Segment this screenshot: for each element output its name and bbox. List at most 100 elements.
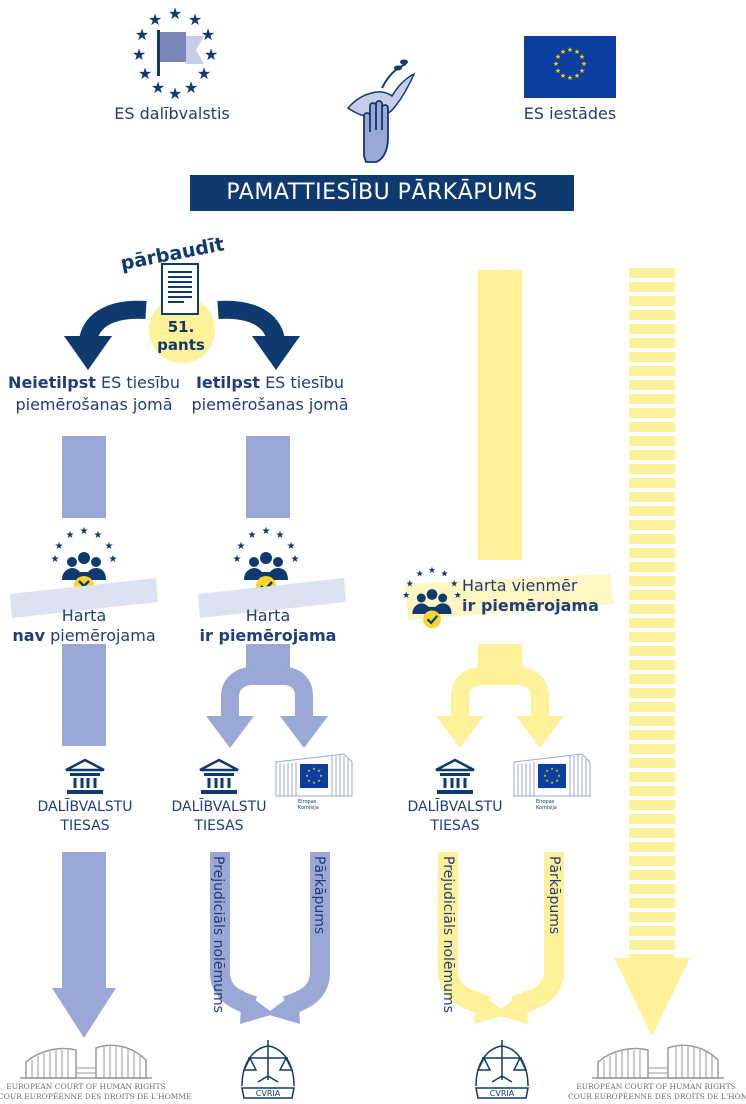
court-building-icon bbox=[199, 758, 239, 794]
eu-institutions-label: ES iestādes bbox=[523, 104, 617, 123]
scope-outside-rest: ES tiesību bbox=[95, 373, 180, 392]
svg-text:★: ★ bbox=[550, 780, 554, 785]
charter-not-rest: piemērojama bbox=[45, 626, 156, 645]
svg-text:★: ★ bbox=[262, 526, 271, 537]
svg-text:★: ★ bbox=[560, 72, 566, 80]
svg-text:★: ★ bbox=[579, 53, 585, 61]
svg-text:★: ★ bbox=[248, 530, 257, 541]
article-number: 51. bbox=[167, 318, 195, 336]
commission-3-line2: Komisija bbox=[536, 805, 557, 811]
commission-2-line1: Eiropas bbox=[298, 799, 317, 805]
svg-text:★: ★ bbox=[454, 591, 462, 601]
cvria-text-1: CVRIA bbox=[256, 1089, 281, 1098]
svg-text:★: ★ bbox=[402, 591, 410, 601]
echr-2-line1: EUROPEAN COURT OF HUMAN RIGHTS bbox=[576, 1082, 736, 1091]
svg-text:★: ★ bbox=[555, 67, 561, 75]
svg-text:★: ★ bbox=[450, 579, 458, 589]
charter-label-bg-1 bbox=[10, 578, 158, 618]
svg-text:★: ★ bbox=[184, 78, 198, 97]
svg-text:★: ★ bbox=[312, 780, 316, 785]
commission-label-2: Eiropas Komisija bbox=[298, 799, 319, 811]
svg-text:★: ★ bbox=[151, 78, 165, 97]
svg-text:★: ★ bbox=[545, 768, 549, 773]
scope-inside-line2: piemērošanas jomā bbox=[191, 395, 349, 414]
svg-text:★: ★ bbox=[168, 4, 182, 23]
echr-1-line1: EUROPEAN COURT OF HUMAN RIGHTS bbox=[6, 1082, 166, 1091]
svg-text:★: ★ bbox=[204, 45, 218, 64]
national-courts-3: DALĪBVALSTU TIESAS bbox=[400, 798, 510, 836]
column3-converge-arrows bbox=[438, 852, 564, 1024]
svg-text:★: ★ bbox=[553, 60, 559, 68]
cvria-logo-icon: CVRIA bbox=[475, 1040, 529, 1099]
svg-text:★: ★ bbox=[148, 10, 162, 29]
national-courts-3-line1: DALĪBVALSTU bbox=[407, 799, 503, 815]
svg-text:★: ★ bbox=[201, 25, 215, 44]
charter-label-bg-2 bbox=[198, 578, 346, 618]
svg-text:★: ★ bbox=[132, 45, 146, 64]
echr-1-line2: COUR EUROPÉENNE DES DROITS DE L'HOMME bbox=[0, 1092, 192, 1101]
infringement-label-3: Pārkāpums bbox=[546, 856, 562, 935]
charter-word-2: Harta bbox=[245, 606, 291, 625]
svg-text:★: ★ bbox=[567, 46, 573, 54]
column1-bar-top bbox=[62, 436, 106, 518]
national-courts-1-line1: DALĪBVALSTU bbox=[37, 799, 133, 815]
svg-text:★: ★ bbox=[543, 773, 547, 778]
national-courts-2-line1: DALĪBVALSTU bbox=[171, 799, 267, 815]
charter-not-bold: nav bbox=[12, 626, 45, 645]
echr-label-1: EUROPEAN COURT OF HUMAN RIGHTS COUR EURO… bbox=[0, 1082, 192, 1102]
column2-bar-top bbox=[246, 436, 290, 518]
svg-text:★: ★ bbox=[406, 579, 414, 589]
echr-building-icon bbox=[20, 1044, 152, 1079]
svg-text:★: ★ bbox=[188, 10, 202, 29]
national-courts-2: DALĪBVALSTU TIESAS bbox=[164, 798, 274, 836]
svg-text:★: ★ bbox=[51, 554, 60, 565]
national-courts-1: DALĪBVALSTU TIESAS bbox=[30, 798, 140, 836]
member-states-icon: ★ ★ ★ ★ ★ ★ ★ ★ ★ ★ ★ ★ bbox=[132, 4, 218, 100]
commission-building-icon: ★★★★★★★★ bbox=[513, 753, 591, 797]
svg-text:★: ★ bbox=[317, 768, 321, 773]
preliminary-ruling-label-3: Prejudiciāls nolēmums bbox=[440, 856, 456, 1013]
column4-dashed-arrow bbox=[614, 268, 690, 1036]
svg-text:★: ★ bbox=[168, 84, 182, 100]
column3-bar-top bbox=[478, 270, 522, 560]
charter-applicable: Harta ir piemērojama bbox=[188, 606, 348, 646]
column2-converge-arrows bbox=[210, 852, 330, 1024]
svg-text:★: ★ bbox=[581, 60, 587, 68]
charter-word-1: Harta bbox=[61, 606, 107, 625]
svg-text:★: ★ bbox=[560, 48, 566, 56]
cvria-text-2: CVRIA bbox=[490, 1089, 515, 1098]
svg-text:★: ★ bbox=[305, 773, 309, 778]
svg-text:★: ★ bbox=[55, 541, 64, 552]
column3-split-arrow bbox=[436, 644, 564, 748]
scope-outside-line2: piemērošanas jomā bbox=[15, 395, 173, 414]
svg-text:★: ★ bbox=[317, 778, 321, 783]
commission-2-line2: Komisija bbox=[298, 805, 319, 811]
echr-building-icon bbox=[592, 1044, 724, 1079]
svg-text:★: ★ bbox=[555, 778, 559, 783]
svg-text:★: ★ bbox=[574, 48, 580, 56]
preliminary-ruling-label-2: Prejudiciāls nolēmums bbox=[210, 856, 226, 1013]
scope-inside-rest: ES tiesību bbox=[259, 373, 345, 392]
curved-arrow-right-icon bbox=[217, 300, 300, 370]
column1-bar-middle bbox=[62, 644, 106, 746]
charter-applies-bold: ir piemērojama bbox=[199, 626, 337, 645]
svg-text:★: ★ bbox=[312, 766, 316, 771]
echr-2-line2: COUR EUROPÉENNE DES DROITS DE L'HOMME bbox=[568, 1092, 746, 1101]
infringement-label-2: Pārkāpums bbox=[311, 856, 327, 935]
charter-not-applicable: Harta nav piemērojama bbox=[4, 606, 164, 646]
court-building-icon bbox=[435, 758, 475, 794]
svg-text:★: ★ bbox=[555, 53, 561, 61]
svg-text:★: ★ bbox=[109, 554, 118, 565]
svg-text:★: ★ bbox=[319, 773, 323, 778]
scope-outside: Neietilpst ES tiesību piemērošanas jomā bbox=[4, 372, 184, 416]
svg-text:★: ★ bbox=[545, 778, 549, 783]
svg-text:★: ★ bbox=[233, 554, 242, 565]
svg-text:★: ★ bbox=[555, 768, 559, 773]
column1-arrow-down bbox=[52, 852, 116, 1038]
svg-text:★: ★ bbox=[416, 570, 424, 580]
court-building-icon bbox=[65, 758, 105, 794]
svg-text:★: ★ bbox=[307, 778, 311, 783]
national-courts-1-line2: TIESAS bbox=[60, 818, 110, 834]
svg-text:★: ★ bbox=[574, 72, 580, 80]
national-courts-2-line2: TIESAS bbox=[194, 818, 244, 834]
